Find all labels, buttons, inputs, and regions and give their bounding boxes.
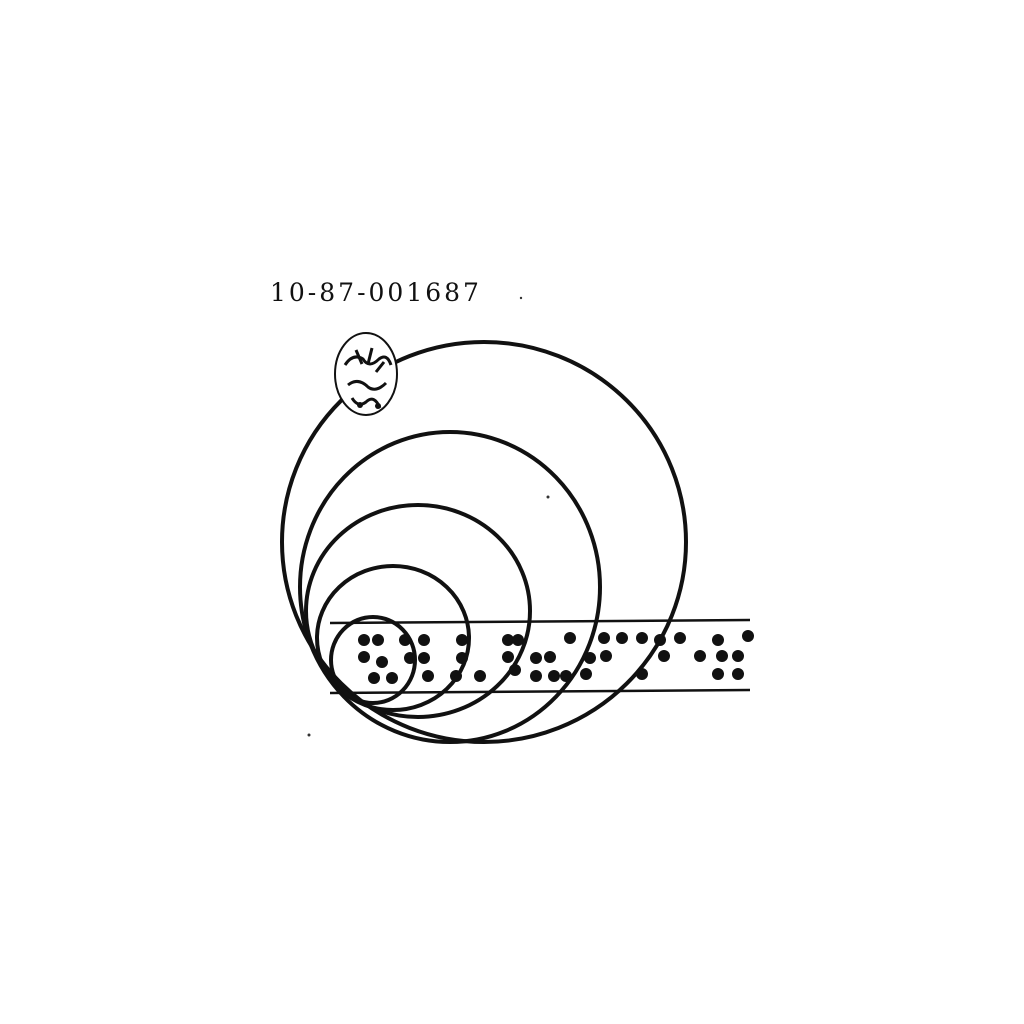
band-top-line <box>329 618 751 625</box>
braille-dot <box>512 634 524 646</box>
braille-dot <box>564 632 576 644</box>
circle-2 <box>298 430 602 744</box>
circle-5 <box>329 615 417 705</box>
braille-dot <box>456 634 468 646</box>
braille-dot <box>742 630 754 642</box>
braille-dot <box>474 670 486 682</box>
braille-dot <box>732 668 744 680</box>
braille-dot <box>600 650 612 662</box>
braille-dot <box>358 634 370 646</box>
braille-dot <box>422 670 434 682</box>
braille-dot <box>732 650 744 662</box>
braille-dot <box>358 651 370 663</box>
braille-dots <box>358 630 754 684</box>
circle-4 <box>315 564 471 712</box>
circle-1 <box>280 340 688 744</box>
braille-dot <box>502 634 514 646</box>
braille-dot <box>658 650 670 662</box>
braille-dot-band <box>329 618 754 695</box>
braille-dot <box>616 632 628 644</box>
braille-dot <box>502 651 514 663</box>
round-seal-stamp <box>334 332 398 416</box>
braille-dot <box>712 634 724 646</box>
braille-dot <box>694 650 706 662</box>
braille-dot <box>636 632 648 644</box>
braille-dot <box>372 634 384 646</box>
braille-dot <box>530 652 542 664</box>
braille-dot <box>386 672 398 684</box>
band-bottom-line <box>329 688 751 695</box>
braille-dot <box>674 632 686 644</box>
braille-dot <box>544 651 556 663</box>
braille-dot <box>418 634 430 646</box>
circle-3 <box>304 503 532 719</box>
braille-dot <box>580 668 592 680</box>
registration-number: 10-87-001687 <box>270 278 482 307</box>
braille-dot <box>418 652 430 664</box>
braille-dot <box>530 670 542 682</box>
braille-dot <box>712 668 724 680</box>
circle-group <box>280 340 688 744</box>
braille-dot <box>548 670 560 682</box>
braille-dot <box>598 632 610 644</box>
braille-dot <box>716 650 728 662</box>
braille-dot <box>376 656 388 668</box>
braille-dot <box>368 672 380 684</box>
